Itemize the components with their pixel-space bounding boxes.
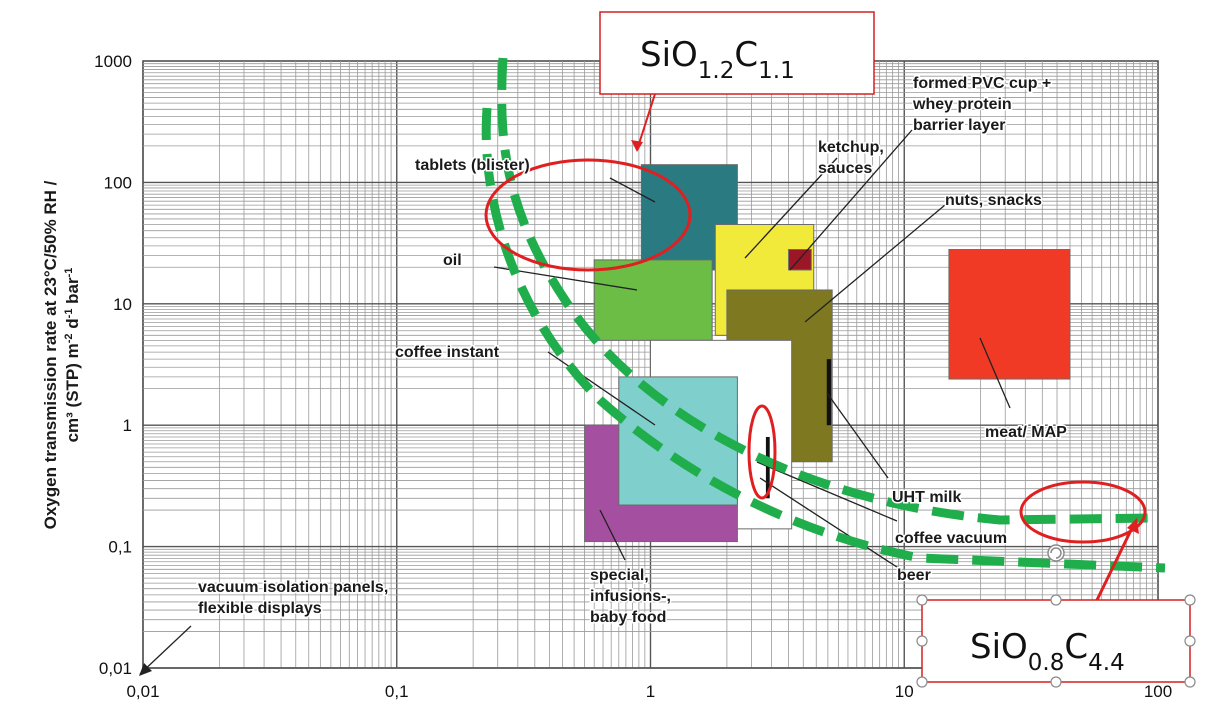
label-special: special,infusions-,baby food	[590, 567, 671, 626]
leader-line	[759, 477, 904, 572]
leader-line	[979, 337, 1011, 409]
resize-handle	[1050, 594, 1062, 606]
svg-text:SiO1.2C1.1: SiO1.2C1.1	[640, 35, 795, 84]
resize-handle	[1184, 676, 1196, 688]
svg-text:SiO0.8C4.4: SiO0.8C4.4	[970, 627, 1125, 676]
callout-sio12c11: SiO1.2C1.1	[599, 11, 875, 152]
y-tick-label: 0,1	[108, 538, 132, 557]
x-tick-label: 1	[646, 682, 655, 701]
selection-handles[interactable]	[916, 594, 1196, 688]
leader-line	[599, 509, 626, 561]
curve-sio12c11	[497, 57, 1151, 525]
label-coffee-vacuum: coffee vacuum	[895, 530, 1007, 547]
y-tick-label: 100	[104, 173, 132, 192]
y-axis-title-line1: Oxygen transmission rate at 23°C/50% RH …	[41, 180, 60, 529]
leader-line	[756, 461, 898, 522]
label-oil: oil	[443, 252, 462, 269]
region-oil	[593, 259, 713, 341]
callout-sio08c44[interactable]: SiO0.8C4.4	[916, 518, 1196, 688]
resize-handle	[916, 676, 928, 688]
leader-line	[804, 204, 946, 323]
label-beer: beer	[897, 567, 931, 584]
resize-handle	[1050, 676, 1062, 688]
label-vacuum: vacuum isolation panels,flexible display…	[198, 579, 388, 617]
leader-line	[744, 157, 838, 259]
region-meat	[948, 249, 1071, 380]
leader-line	[609, 177, 656, 203]
marker-coffee-vacuum	[826, 359, 832, 426]
label-coffee-instant: coffee instant	[395, 344, 500, 361]
region-labels: tablets (blister) ketchup,sauces formed PV…	[197, 74, 1069, 628]
leader-line	[139, 625, 192, 675]
x-tick-label: 100	[1144, 682, 1172, 701]
highlight-ellipse	[484, 158, 692, 272]
resize-handle	[1184, 635, 1196, 647]
highlight-ellipses	[484, 158, 1147, 544]
leader-line	[547, 351, 656, 426]
y-tick-label: 0,01	[99, 659, 132, 678]
leader-line	[789, 129, 913, 271]
resize-handle	[1184, 594, 1196, 606]
highlight-ellipse	[1019, 480, 1147, 544]
label-uht: UHT milk	[892, 489, 961, 506]
axis-ticks: 0,01 0,1 1 10 100 0,01 0,1 1 10 100 1000	[94, 52, 1172, 701]
resize-handle	[916, 635, 928, 647]
rotate-handle-icon[interactable]	[1047, 544, 1065, 562]
label-ketchup: ketchup,sauces	[818, 139, 884, 177]
marker-beer	[765, 436, 770, 499]
y-axis-title: Oxygen transmission rate at 23°C/50% RH …	[41, 180, 82, 529]
x-tick-label: 0,01	[126, 682, 159, 701]
y-tick-label: 10	[113, 295, 132, 314]
highlight-ellipse	[747, 404, 777, 500]
label-tablets: tablets (blister)	[415, 157, 530, 174]
resize-handle	[916, 594, 928, 606]
leader-line	[826, 392, 889, 479]
curve-sio08c44	[481, 107, 1166, 573]
label-meat: meat/ MAP	[985, 424, 1067, 441]
x-tick-label: 10	[895, 682, 914, 701]
y-axis-title-line2: cm³ (STP) m-2 d-1 bar-1	[63, 268, 82, 443]
arrow-head	[139, 663, 152, 676]
y-tick-label: 1000	[94, 52, 132, 71]
barrier-curves	[481, 57, 1166, 573]
x-tick-label: 0,1	[385, 682, 409, 701]
y-tick-label: 1	[123, 416, 132, 435]
label-nuts: nuts, snacks	[945, 192, 1042, 209]
